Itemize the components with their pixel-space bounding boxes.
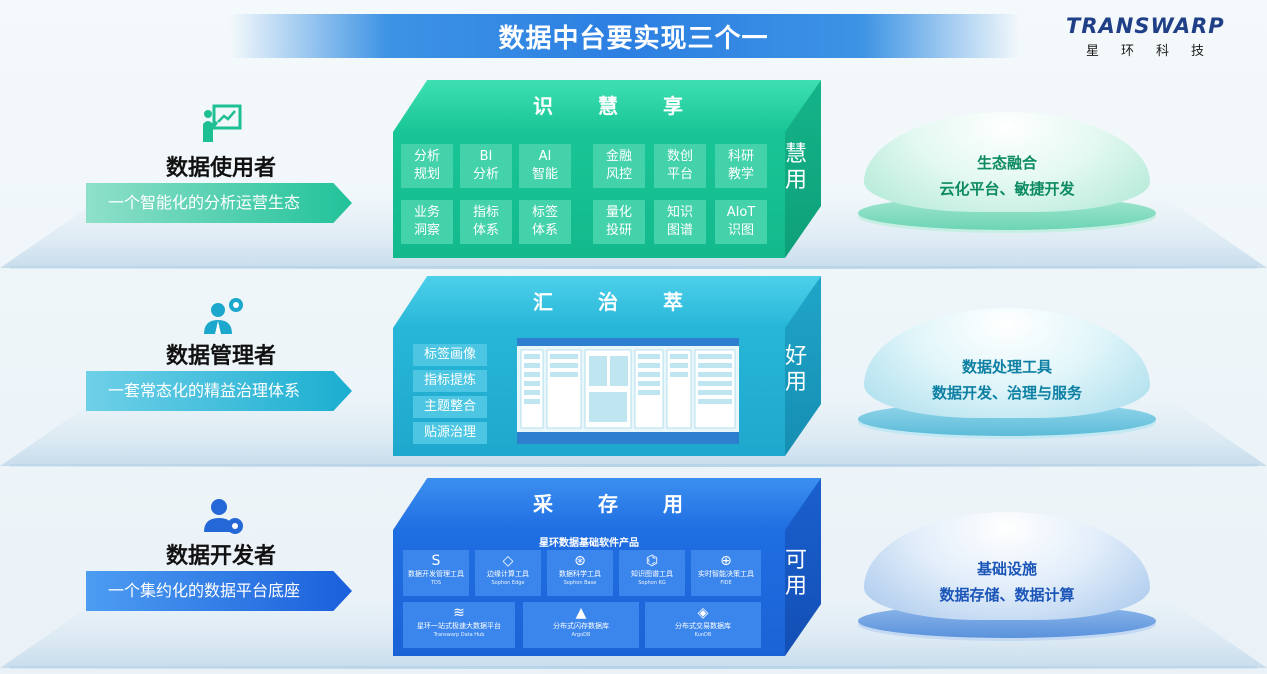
product-sophon-base: ⊛ 数据科学工具 Sophon Base	[547, 550, 613, 596]
role-banner-managers: 一套常态化的精益治理体系	[86, 371, 352, 411]
logo-chinese: 星环科技	[1086, 44, 1227, 59]
disk-line2: 数据存储、数据计算	[939, 586, 1075, 604]
heading-char: 汇	[533, 290, 553, 314]
heading-char: 治	[598, 290, 618, 314]
side-label-users: 慧用	[784, 142, 807, 193]
side-label-managers: 好用	[784, 344, 807, 395]
product-icon: ≋	[453, 605, 465, 621]
tile-finance-risk: 金融风控	[593, 144, 645, 188]
chip-tag-profile: 标签画像	[413, 344, 487, 366]
logo-english: TRANSWARP	[1066, 14, 1225, 38]
transwarp-logo: TRANSWARP 星环科技	[1066, 14, 1236, 59]
disk-managers: 数据处理工具 数据开发、治理与服务	[858, 308, 1156, 448]
tile-data-platform: 数创平台	[654, 144, 706, 188]
page-title: 数据中台要实现三个一	[498, 24, 769, 54]
heading-char: 存	[598, 492, 618, 516]
disk-line2: 云化平台、敏捷开发	[939, 180, 1075, 198]
tile-analysis-planning: 分析规划	[401, 144, 453, 188]
product-icon: ⌬	[645, 553, 659, 569]
developer-gear-icon	[202, 496, 246, 536]
tile-business-insight: 业务洞察	[401, 200, 453, 244]
box-top	[393, 80, 821, 132]
product-tdh: ≋ 星环一站式极速大数据平台 Transwarp Data Hub	[403, 602, 515, 648]
disk-users: 生态融合 云化平台、敏捷开发	[858, 112, 1156, 242]
disk-line1: 生态融合	[976, 154, 1037, 172]
role-title-developers: 数据开发者	[165, 544, 276, 569]
heading-char: 用	[663, 492, 683, 516]
product-icon: ◇	[502, 553, 514, 569]
chip-topic-integration: 主题整合	[413, 396, 487, 418]
heading-char: 萃	[663, 290, 683, 314]
role-banner-users: 一个智能化的分析运营生态	[86, 183, 352, 223]
side-label-developers: 可用	[784, 548, 807, 599]
product-sophon-edge: ◇ 边缘计算工具 Sophon Edge	[475, 550, 541, 596]
product-kundb: ◈ 分布式交易数据库 KunDB	[645, 602, 761, 648]
title-band	[230, 14, 1020, 58]
tile-knowledge-graph: 知识图谱	[654, 200, 706, 244]
floor-line-2	[10, 464, 1257, 467]
floor-line-1	[10, 266, 1257, 269]
disk-developers: 基础设施 数据存储、数据计算	[858, 512, 1156, 652]
manager-chat-icon	[202, 296, 246, 336]
architecture-diagram-thumbnail	[517, 338, 739, 444]
tile-research-teaching: 科研教学	[715, 144, 767, 188]
analyst-whiteboard-icon	[200, 104, 244, 144]
products-title: 星环数据基础软件产品	[539, 538, 639, 549]
tile-quant-research: 量化投研	[593, 200, 645, 244]
role-banner-developers: 一个集约化的数据平台底座	[86, 571, 352, 611]
floor-line-3	[10, 666, 1257, 669]
disk-line1: 基础设施	[976, 560, 1037, 578]
product-tds: S 数据开发管理工具 TDS	[403, 550, 469, 596]
heading-char: 识	[533, 94, 553, 118]
box-heading: 汇 治 萃	[433, 286, 773, 318]
tile-metric-system: 指标体系	[460, 200, 512, 244]
product-icon: ⊛	[574, 553, 586, 569]
box-developers: 采 存 用 星环数据基础软件产品 S 数据开发管理工具 TDS ◇ 边缘计算工具…	[393, 478, 821, 656]
heading-char: 慧	[598, 94, 618, 118]
product-icon: S	[431, 553, 441, 569]
disk-line1: 数据处理工具	[961, 358, 1052, 376]
box-top	[393, 478, 821, 530]
product-sophon-kg: ⌬ 知识图谱工具 Sophon KG	[619, 550, 685, 596]
product-icon: ▲	[575, 605, 587, 621]
tile-tag-system: 标签体系	[519, 200, 571, 244]
product-icon: ◈	[697, 605, 709, 621]
disk-line2: 数据开发、治理与服务	[931, 384, 1082, 402]
heading-char: 采	[533, 492, 553, 516]
box-top	[393, 276, 821, 328]
product-argodb: ▲ 分布式闪存数据库 ArgoDB	[523, 602, 639, 648]
role-title-managers: 数据管理者	[165, 344, 276, 369]
chip-metric-extract: 指标提炼	[413, 370, 487, 392]
heading-char: 享	[663, 94, 683, 118]
role-title-users: 数据使用者	[165, 156, 276, 181]
product-fide: ⊕ 实时智能决策工具 FIDE	[691, 550, 761, 596]
product-icon: ⊕	[720, 553, 732, 569]
box-managers: 汇 治 萃 标签画像 指标提炼 主题整合 贴源治理	[393, 276, 821, 456]
chip-source-governance: 贴源治理	[413, 422, 487, 444]
box-heading: 采 存 用	[433, 488, 773, 520]
box-heading: 识 慧 享	[433, 90, 773, 122]
